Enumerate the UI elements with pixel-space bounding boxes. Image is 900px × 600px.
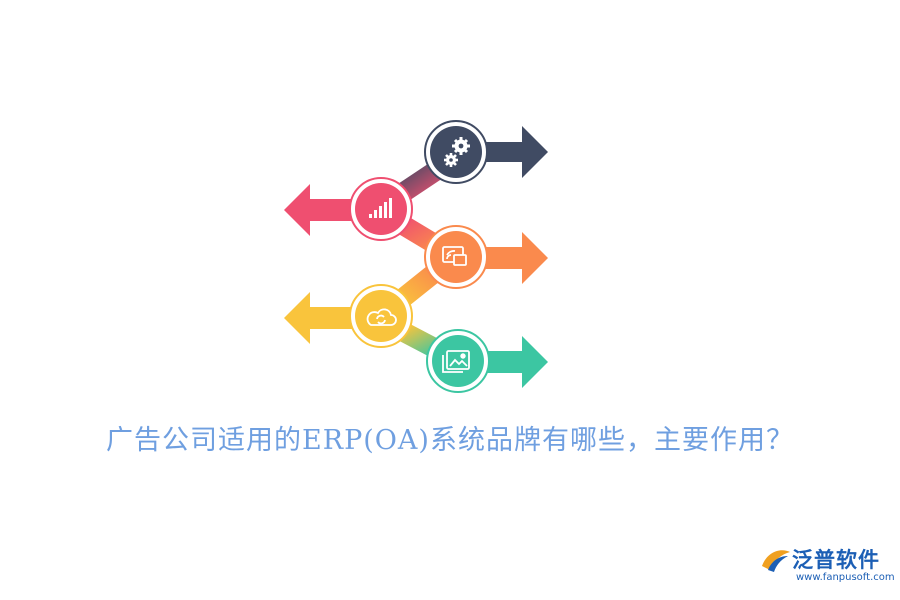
brand-mark-icon	[762, 550, 790, 572]
step-1	[424, 120, 488, 184]
arrow-right-5	[478, 336, 548, 388]
bar-chart-icon	[369, 198, 392, 218]
screen-share-icon	[442, 246, 467, 266]
step-4	[349, 284, 413, 348]
arrow-left-2	[284, 184, 362, 236]
headline-title: 广告公司适用的ERP(OA)系统品牌有哪些，主要作用？	[106, 425, 794, 456]
arrow-right-1	[478, 126, 548, 178]
arrow-right-3	[478, 232, 548, 284]
brand-logo[interactable]: 泛普软件 www.fanpusoft.com	[758, 544, 895, 590]
brand-site: www.fanpusoft.com	[796, 572, 895, 583]
step-5	[426, 329, 490, 393]
brand-name: 泛普软件	[792, 548, 880, 572]
gallery-icon	[442, 350, 470, 373]
arrow-left-4	[284, 292, 362, 344]
gears-icon	[444, 137, 470, 167]
step-3	[424, 225, 488, 289]
arrows	[284, 126, 548, 388]
cloud-sync-icon	[366, 308, 397, 326]
step-2	[349, 177, 413, 241]
